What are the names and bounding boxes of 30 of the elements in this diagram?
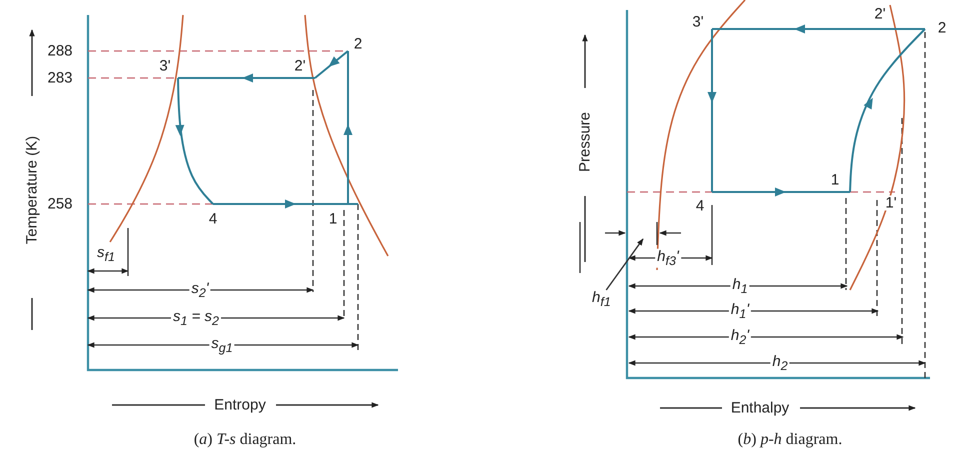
state-point-label: 3' bbox=[159, 58, 171, 74]
state-point-label: 4 bbox=[208, 212, 218, 226]
dimension-label: h$_{1}$ bbox=[730, 276, 750, 296]
dimension-label: h$_{1}$' bbox=[728, 302, 752, 320]
dimension-label: s$_{2}$' bbox=[189, 280, 211, 300]
tick-label: 258 bbox=[47, 196, 73, 212]
dimension-label: h$_{2}$ bbox=[770, 354, 790, 372]
state-point-label: 1 bbox=[830, 172, 840, 188]
dimension-label: h$_{2}$' bbox=[728, 328, 752, 346]
axis-label: Temperature (K) bbox=[24, 136, 40, 244]
state-point-label: 2' bbox=[874, 6, 886, 22]
state-point-label: 2' bbox=[294, 58, 306, 74]
state-point-label: 1' bbox=[883, 196, 899, 210]
dimension-label: h$_{f1}$ bbox=[592, 290, 611, 308]
dimension-arrows bbox=[605, 227, 681, 239]
state-point-label: 3' bbox=[692, 14, 704, 30]
state-point-label: 4 bbox=[696, 198, 704, 214]
state-point-label: 2 bbox=[354, 36, 362, 52]
tick-label: 288 bbox=[47, 44, 73, 58]
figure-caption: (b) p-h diagram. bbox=[738, 432, 842, 448]
dimension-label: h$_{f3}$' bbox=[655, 248, 681, 268]
axis-label: Entropy bbox=[214, 398, 266, 412]
figure-caption: (a) T-s diagram. bbox=[194, 432, 296, 448]
axis-label: Enthalpy bbox=[730, 400, 790, 416]
dimension-label: s$_{f1}$ bbox=[97, 244, 115, 264]
leader-line bbox=[606, 238, 644, 290]
state-point-label: 2 bbox=[938, 20, 946, 36]
state-point-label: 1 bbox=[328, 212, 338, 226]
tick-label: 283 bbox=[47, 70, 73, 86]
axis-label: Pressure bbox=[578, 112, 592, 172]
